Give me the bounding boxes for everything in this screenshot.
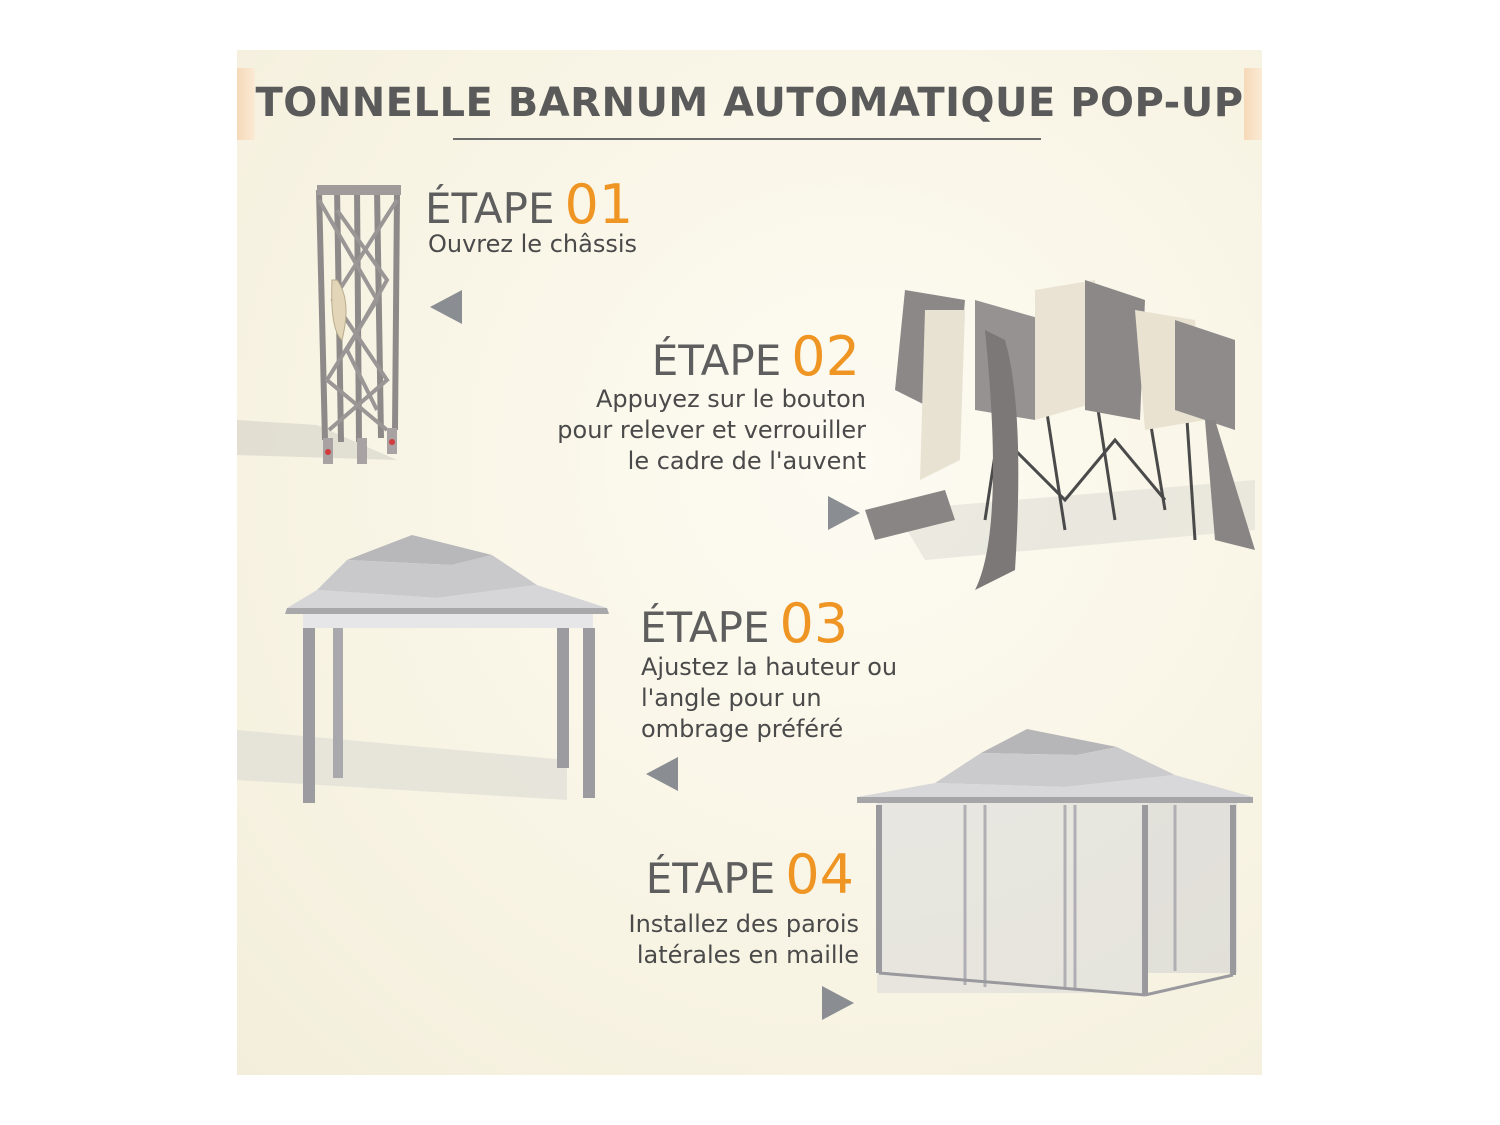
step-03-label: ÉTAPE xyxy=(640,603,770,652)
title-underline xyxy=(453,138,1041,140)
step-04-description: Installez des parois latérales en maille xyxy=(628,910,859,969)
half-open-canopy-image xyxy=(865,280,1255,590)
step-04-number: 04 xyxy=(785,843,854,906)
arrow-right-icon xyxy=(822,986,854,1020)
step-01-label: ÉTAPE xyxy=(425,184,555,233)
gazebo-mesh-walls-image xyxy=(857,729,1253,997)
step-03-number: 03 xyxy=(779,592,849,655)
step-01-number: 01 xyxy=(564,173,634,236)
step-01-description: Ouvrez le châssis xyxy=(428,230,637,258)
arrow-left-icon xyxy=(430,290,462,324)
page-title: TONNELLE BARNUM AUTOMATIQUE POP-UP xyxy=(255,80,1244,126)
step-02-number: 02 xyxy=(791,325,860,388)
title-accent-left xyxy=(237,68,255,140)
gazebo-image xyxy=(237,535,609,803)
folded-frame-image xyxy=(237,185,401,464)
step-03-description: Ajustez la hauteur ou l'angle pour un om… xyxy=(641,653,898,743)
title-accent-right xyxy=(1244,68,1262,140)
arrow-left-icon xyxy=(646,757,678,791)
arrow-right-icon xyxy=(828,496,860,530)
step-02-description: Appuyez sur le bouton pour relever et ve… xyxy=(557,385,866,475)
step-02-label: ÉTAPE xyxy=(651,336,782,385)
step-04-label: ÉTAPE xyxy=(645,854,776,903)
